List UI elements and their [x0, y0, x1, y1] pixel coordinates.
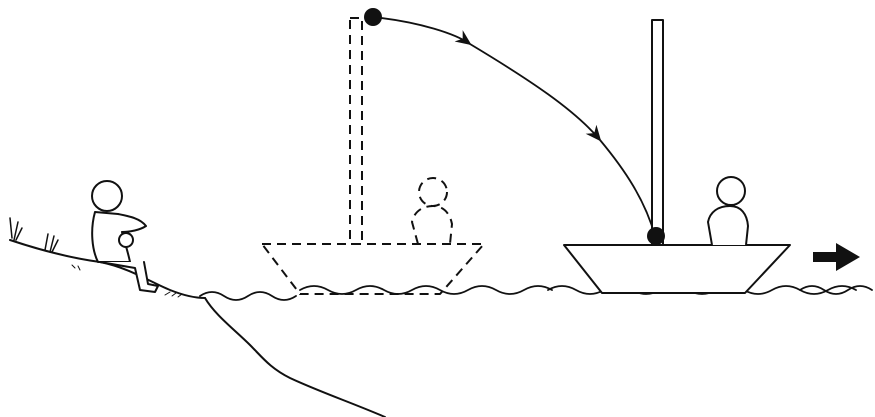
- shore-observer-head: [91, 180, 123, 212]
- boat-current-position: [563, 19, 791, 294]
- sailor-earlier-head: [418, 177, 448, 207]
- arrowhead-icon: [469, 43, 602, 142]
- arrowhead-icon: [372, 16, 472, 46]
- shore-bank: [9, 217, 386, 417]
- mast-earlier: [349, 17, 363, 245]
- mast-current: [651, 19, 664, 246]
- boat-earlier-hull: [261, 243, 485, 295]
- boat-current-hull: [563, 244, 791, 294]
- shore-observer: [91, 180, 159, 293]
- ball-trajectory: [372, 16, 656, 237]
- ball-start: [364, 8, 382, 26]
- arrow-right-icon: [813, 243, 860, 271]
- ball-landed: [647, 227, 665, 245]
- sailor-current-head: [716, 176, 746, 206]
- boat-earlier-position: [261, 17, 485, 295]
